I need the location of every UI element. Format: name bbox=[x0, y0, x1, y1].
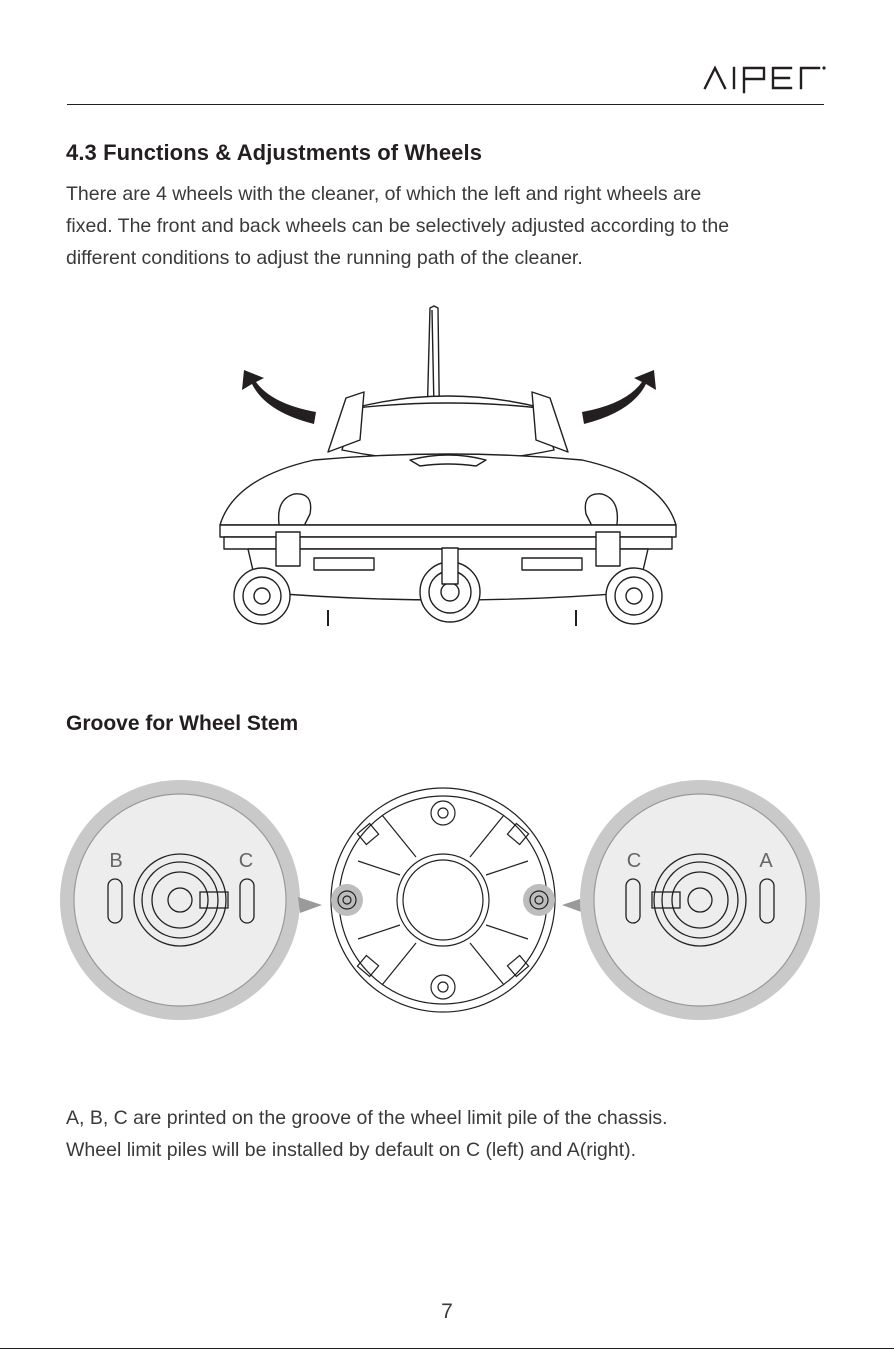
section-title: 4.3 Functions & Adjustments of Wheels bbox=[66, 140, 483, 165]
aiper-logo bbox=[703, 65, 826, 94]
left-groove-detail: B C bbox=[60, 780, 300, 1020]
groove-label-a-right: A bbox=[759, 850, 773, 872]
note-line: A, B, C are printed on the groove of the… bbox=[66, 1107, 668, 1129]
intro-paragraph: There are 4 wheels with the cleaner, of … bbox=[66, 178, 846, 274]
groove-title: Groove for Wheel Stem bbox=[66, 712, 299, 735]
page-number: 7 bbox=[441, 1300, 453, 1323]
intro-line: different conditions to adjust the runni… bbox=[66, 247, 583, 269]
groove-label-c-left: C bbox=[239, 850, 253, 872]
intro-line: fixed. The front and back wheels can be … bbox=[66, 215, 730, 237]
groove-label-b-left: B bbox=[109, 850, 122, 872]
groove-label-c-right: C bbox=[627, 850, 641, 872]
chassis-bottom-view bbox=[330, 787, 556, 1013]
cleaner-front-illustration bbox=[219, 305, 677, 626]
right-groove-detail: C A bbox=[580, 780, 820, 1020]
note-line: Wheel limit piles will be installed by d… bbox=[66, 1139, 637, 1161]
bottom-rule bbox=[0, 1348, 894, 1349]
intro-line: There are 4 wheels with the cleaner, of … bbox=[66, 183, 702, 205]
header-rule bbox=[67, 104, 824, 105]
default-position-note: A, B, C are printed on the groove of the… bbox=[66, 1102, 846, 1166]
groove-illustration: B C bbox=[60, 780, 820, 1020]
